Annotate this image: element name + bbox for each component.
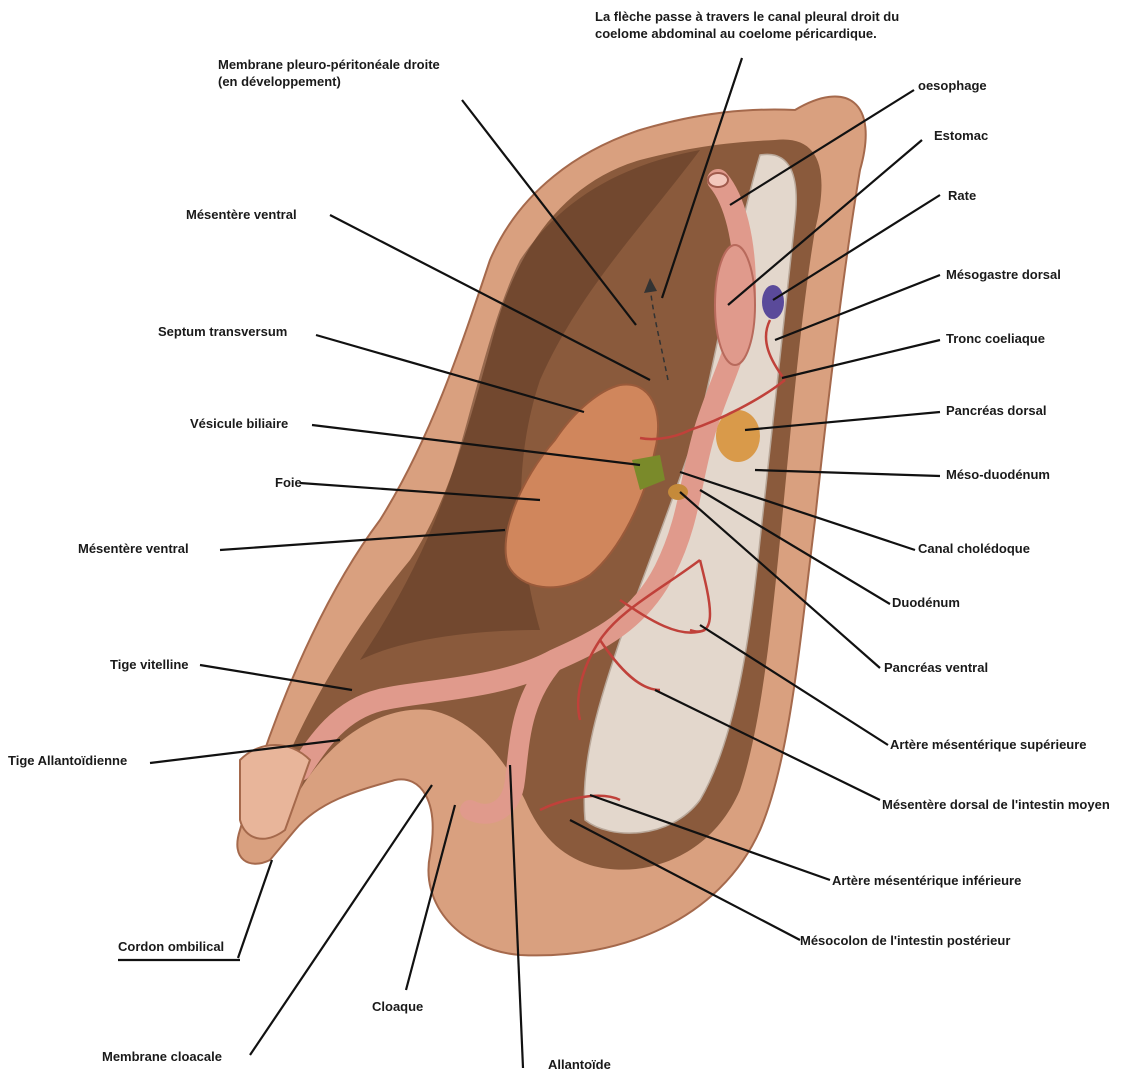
leader-cordon: [238, 860, 272, 958]
label-cloaque: Cloaque: [372, 998, 423, 1015]
label-oesophage: oesophage: [918, 77, 987, 94]
leader-foie: [300, 483, 540, 500]
leader-vesicule: [312, 425, 640, 465]
label-artere-inf: Artère mésentérique inférieure: [832, 872, 1021, 889]
label-membrane-cloacale: Membrane cloacale: [102, 1048, 222, 1065]
label-artere-sup: Artère mésentérique supérieure: [890, 736, 1087, 753]
label-mesentere-ventral-2: Mésentère ventral: [78, 540, 189, 557]
label-vesicule: Vésicule biliaire: [190, 415, 288, 432]
label-canal-choledoque: Canal cholédoque: [918, 540, 1030, 557]
label-pancreas-dorsal: Pancréas dorsal: [946, 402, 1046, 419]
leader-oesophage: [730, 90, 914, 205]
leader-tronc: [782, 340, 940, 378]
label-tronc: Tronc coeliaque: [946, 330, 1045, 347]
label-pancreas-ventral: Pancréas ventral: [884, 659, 988, 676]
leader-pancreas-dorsal: [745, 412, 940, 430]
label-septum: Septum transversum: [158, 323, 287, 340]
leader-pleuro-membrane: [462, 100, 636, 325]
label-rate: Rate: [948, 187, 976, 204]
leader-artere-inf: [590, 795, 830, 880]
leader-mesentere-ventral-1: [330, 215, 650, 380]
leader-estomac: [728, 140, 922, 305]
label-estomac: Estomac: [934, 127, 988, 144]
label-mesentere-ventral-1: Mésentère ventral: [186, 206, 297, 223]
leader-arrow-note: [662, 58, 742, 298]
leader-canal-choledoque: [680, 472, 915, 550]
leader-mesentere-ventral-2: [220, 530, 505, 550]
label-cordon: Cordon ombilical: [118, 938, 224, 955]
label-meso-duodenum: Méso-duodénum: [946, 466, 1050, 483]
leader-mesentere-dorsal: [655, 690, 880, 800]
label-arrow-note: La flèche passe à travers le canal pleur…: [595, 8, 899, 42]
label-duodenum: Duodénum: [892, 594, 960, 611]
leader-septum: [316, 335, 584, 412]
label-foie: Foie: [275, 474, 302, 491]
leader-tige-vitelline: [200, 665, 352, 690]
label-tige-allantoidienne: Tige Allantoïdienne: [8, 752, 127, 769]
label-pleuro-membrane: Membrane pleuro-péritonéale droite (en d…: [218, 56, 440, 90]
label-mesogastre: Mésogastre dorsal: [946, 266, 1061, 283]
label-mesentere-dorsal: Mésentère dorsal de l'intestin moyen: [882, 796, 1110, 813]
leader-allantoide: [510, 765, 523, 1068]
label-tige-vitelline: Tige vitelline: [110, 656, 189, 673]
leader-meso-duodenum: [755, 470, 940, 476]
leader-cloaque: [406, 805, 455, 990]
leader-tige-allantoidienne: [150, 740, 340, 763]
leader-mesocolon: [570, 820, 800, 940]
leader-mesogastre: [775, 275, 940, 340]
label-mesocolon: Mésocolon de l'intestin postérieur: [800, 932, 1010, 949]
label-allantoide: Allantoïde: [548, 1056, 611, 1073]
leader-duodenum: [700, 490, 890, 604]
